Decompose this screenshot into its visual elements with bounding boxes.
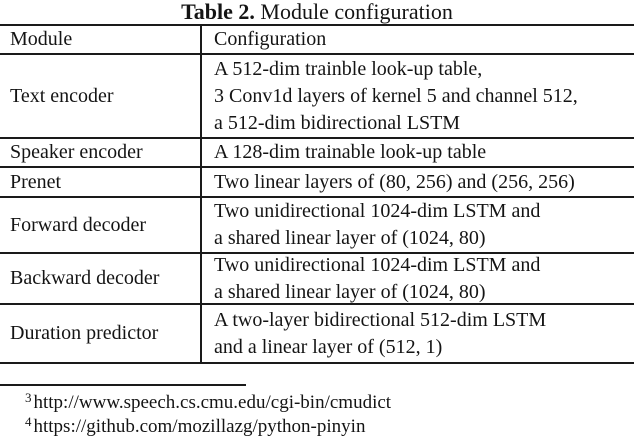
table-header-row: Module Configuration: [0, 26, 634, 53]
configuration-line: 3 Conv1d layers of kernel 5 and channel …: [214, 84, 578, 107]
column-header-configuration: Configuration: [202, 26, 634, 53]
table-rule: [0, 53, 634, 55]
table-row-forward-decoder: Forward decoder Two unidirectional 1024-…: [0, 198, 634, 252]
table-row-backward-decoder: Backward decoder Two unidirectional 1024…: [0, 254, 634, 303]
configuration-line: A 128-dim trainable look-up table: [214, 141, 487, 163]
configuration-cell: A 512-dim trainble look-up table, 3 Conv…: [202, 55, 634, 137]
column-header-configuration-label: Configuration: [214, 28, 327, 50]
table-rule-bottom: [0, 362, 634, 364]
configuration-line: Two linear layers of (80, 256) and (256,…: [214, 170, 575, 193]
configuration-line: and a linear layer of (512, 1): [214, 335, 443, 358]
table-rule: [0, 303, 634, 305]
column-header-module: Module: [0, 26, 202, 53]
configuration-cell: Two unidirectional 1024-dim LSTM and a s…: [202, 198, 634, 252]
module-cell: Duration predictor: [0, 305, 202, 362]
footnote-url: http://www.speech.cs.cmu.edu/cgi-bin/cmu…: [33, 392, 392, 413]
table-row-prenet: Prenet Two linear layers of (80, 256) an…: [0, 168, 634, 196]
table-rule: [0, 252, 634, 254]
table-caption-label: Table 2.: [181, 0, 255, 24]
configuration-line: Two unidirectional 1024-dim LSTM and: [214, 253, 541, 276]
configuration-line: A 512-dim trainble look-up table,: [214, 57, 483, 80]
module-cell: Prenet: [0, 168, 202, 196]
module-cell: Text encoder: [0, 55, 202, 137]
table-caption-text: Module configuration: [254, 0, 453, 24]
configuration-line: A two-layer bidirectional 512-dim LSTM: [214, 308, 547, 331]
footnote-marker: 4: [25, 414, 32, 429]
table-rule: [0, 166, 634, 168]
configuration-line: a shared linear layer of (1024, 80): [214, 227, 486, 249]
table-caption: Table 2. Module configuration: [0, 0, 634, 24]
configuration-cell: Two unidirectional 1024-dim LSTM and a s…: [202, 254, 634, 303]
module-cell: Backward decoder: [0, 254, 202, 303]
configuration-line: a shared linear layer of (1024, 80): [214, 280, 486, 303]
footnote-url: https://github.com/mozillazg/python-piny…: [33, 416, 366, 437]
configuration-line: a 512-dim bidirectional LSTM: [214, 111, 461, 134]
configuration-cell: A two-layer bidirectional 512-dim LSTM a…: [202, 305, 634, 362]
module-cell: Forward decoder: [0, 198, 202, 252]
footnote-marker: 3: [25, 390, 32, 405]
module-cell: Speaker encoder: [0, 139, 202, 166]
table-rule: [0, 137, 634, 139]
configuration-line: Two unidirectional 1024-dim LSTM and: [214, 200, 541, 222]
table-rule-top: [0, 24, 634, 26]
footnote-rule: [0, 384, 246, 386]
configuration-cell: A 128-dim trainable look-up table: [202, 139, 634, 166]
table-row-speaker-encoder: Speaker encoder A 128-dim trainable look…: [0, 139, 634, 166]
table-row-text-encoder: Text encoder A 512-dim trainble look-up …: [0, 55, 634, 137]
configuration-cell: Two linear layers of (80, 256) and (256,…: [202, 168, 634, 196]
table-rule: [0, 196, 634, 198]
table-row-duration-predictor: Duration predictor A two-layer bidirecti…: [0, 305, 634, 362]
module-configuration-table: Module Configuration Text encoder A 512-…: [0, 24, 634, 364]
